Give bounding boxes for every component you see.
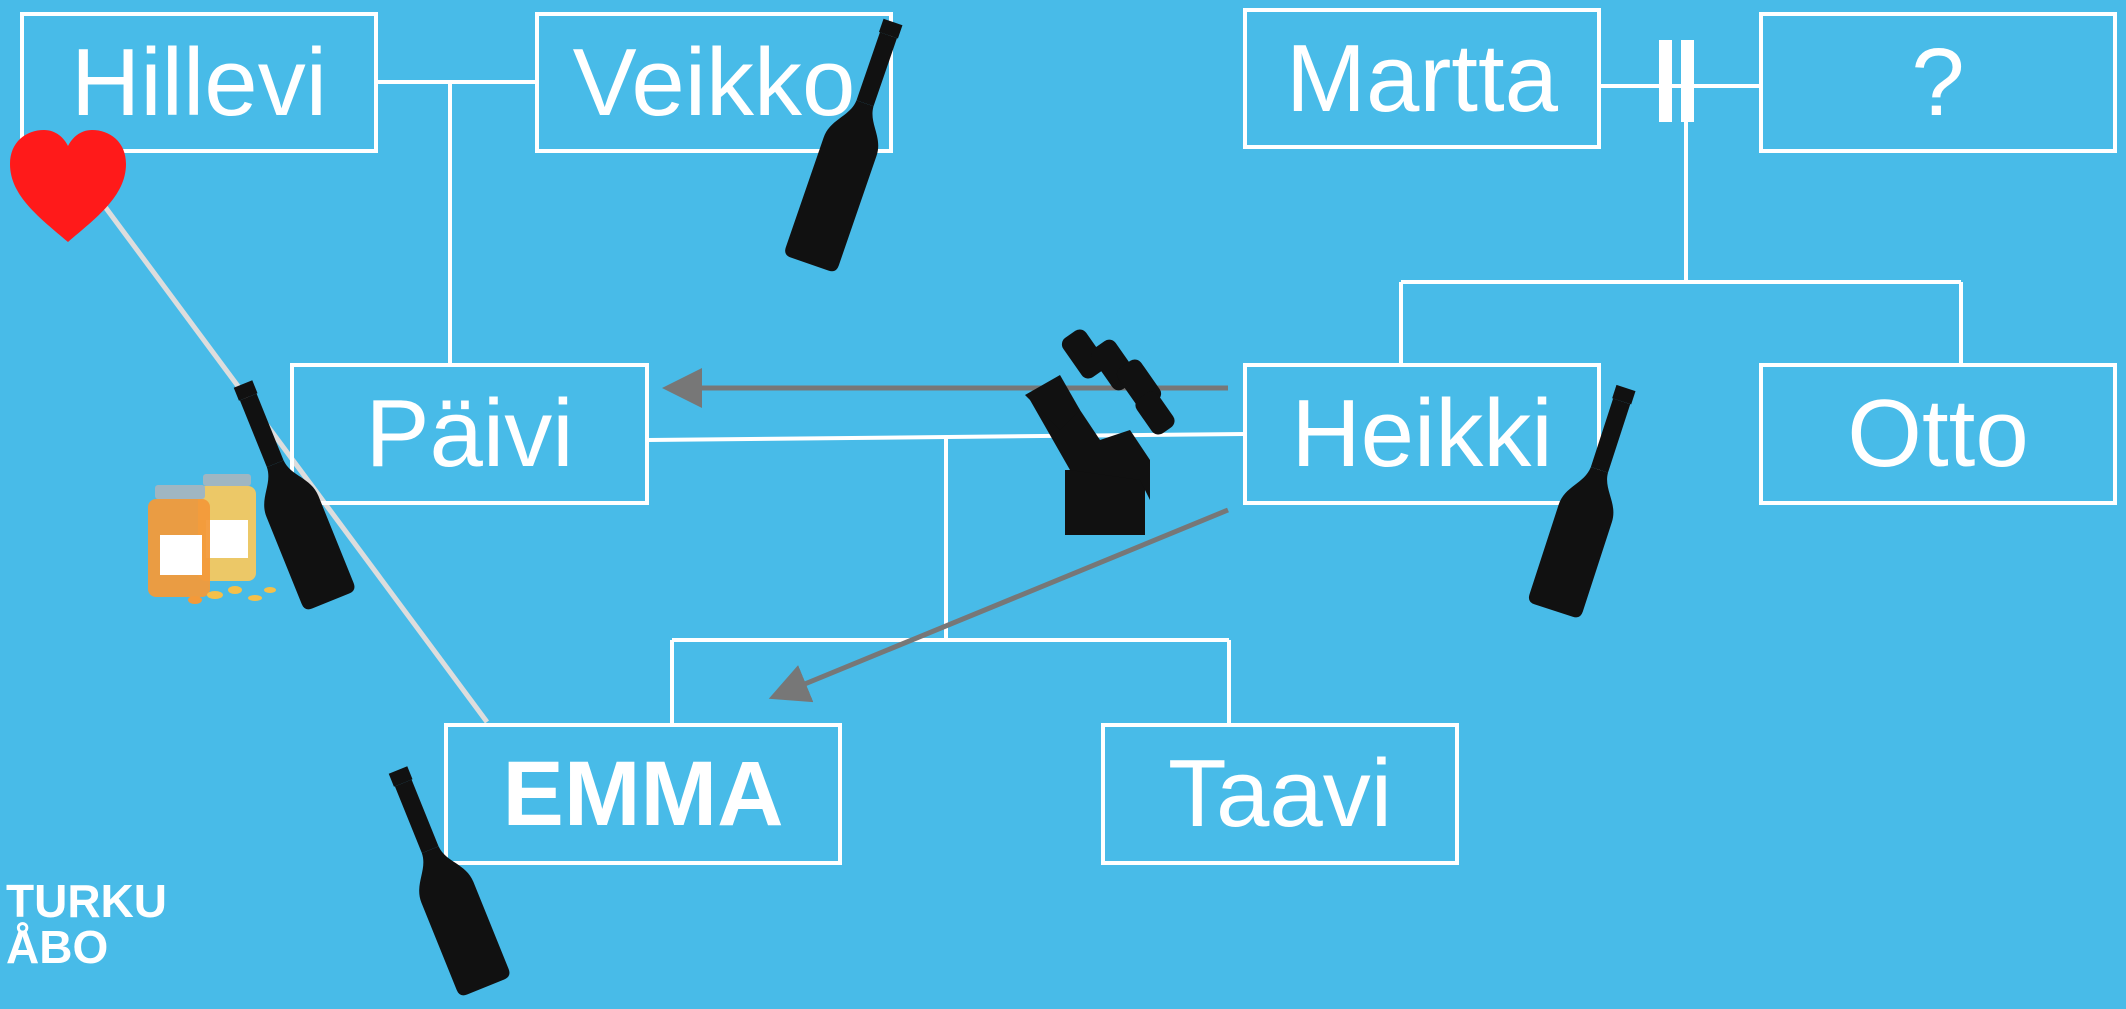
person-box-heikki: Heikki — [1243, 363, 1601, 505]
person-name-emma: EMMA — [502, 743, 784, 845]
person-box-emma: EMMA — [444, 723, 842, 865]
person-name-martta: Martta — [1285, 24, 1559, 132]
person-box-veikko: Veikko — [535, 12, 893, 153]
person-name-taavi: Taavi — [1167, 740, 1393, 847]
person-name-hillevi: Hillevi — [70, 28, 328, 136]
person-box-hillevi: Hillevi — [20, 12, 378, 153]
person-name-paivi: Päivi — [365, 380, 574, 487]
person-box-martta: Martta — [1243, 8, 1601, 149]
person-name-unknown: ? — [1911, 28, 1965, 136]
person-name-heikki: Heikki — [1291, 380, 1553, 487]
logo-line-1: TURKU — [6, 875, 167, 927]
person-box-otto: Otto — [1759, 363, 2117, 505]
person-name-veikko: Veikko — [572, 28, 856, 136]
person-box-paivi: Päivi — [290, 363, 649, 505]
person-name-otto: Otto — [1847, 380, 2029, 487]
violence-arrow-to-emma — [768, 507, 1229, 703]
person-box-taavi: Taavi — [1101, 723, 1459, 865]
turku-abo-logo: TURKU ÅBO — [6, 878, 167, 970]
person-box-unknown: ? — [1759, 12, 2117, 153]
logo-line-2: ÅBO — [6, 921, 109, 973]
